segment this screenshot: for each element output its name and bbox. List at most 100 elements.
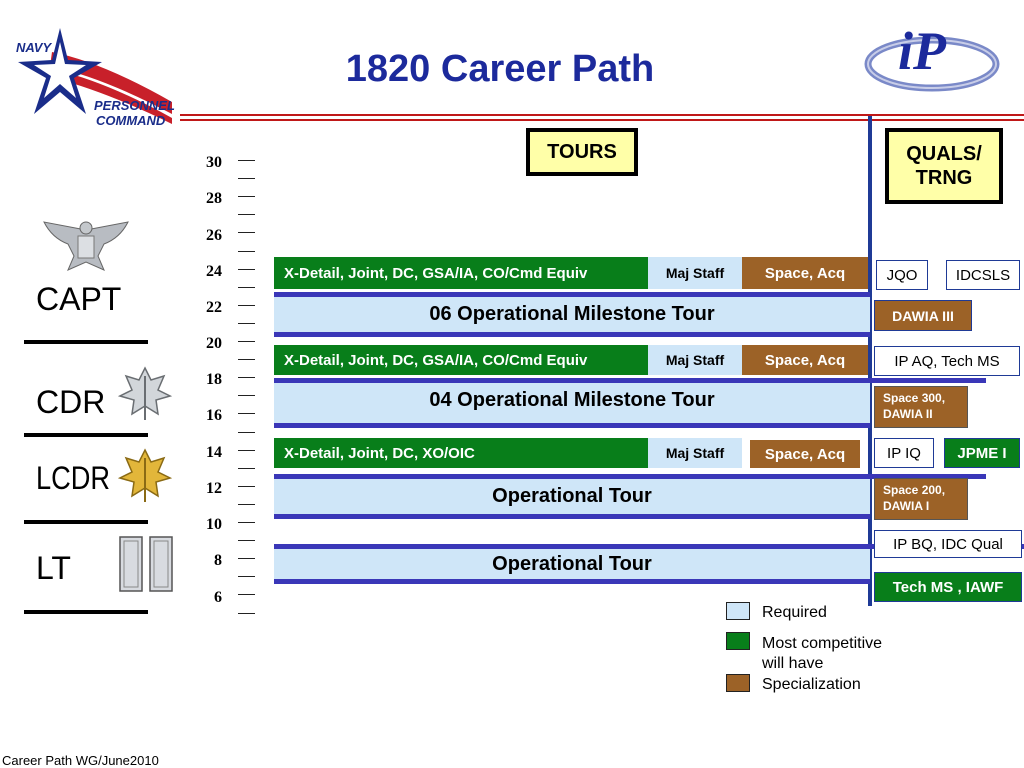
year-tick xyxy=(238,196,255,198)
capt-milestone-tour: 06 Operational Milestone Tour xyxy=(274,297,870,332)
qual-space-200-line2: DAWIA I xyxy=(883,499,930,514)
header-divider-top xyxy=(180,114,1024,116)
legend-label-competitive-line3: Specialization xyxy=(762,675,861,693)
cdr-milestone-tour: 04 Operational Milestone Tour xyxy=(274,383,870,423)
year-label: 24 xyxy=(206,263,222,280)
qual-space-300-line2: DAWIA II xyxy=(883,407,933,422)
legend-label-required: Required xyxy=(762,604,827,621)
year-label: 26 xyxy=(206,227,222,244)
quals-header: QUALS/ TRNG xyxy=(885,128,1003,204)
qual-ip-bq-idc-qual: IP BQ, IDC Qual xyxy=(874,530,1022,558)
rank-label-lcdr: LCDR xyxy=(36,460,111,496)
lcdr-bottom-bar xyxy=(274,514,870,519)
qual-dawia-iii: DAWIA III xyxy=(874,300,972,331)
capt-top-bar xyxy=(274,292,870,297)
header-divider-bottom xyxy=(180,119,1024,121)
year-label: 20 xyxy=(206,335,222,352)
year-tick xyxy=(238,540,255,542)
qual-ip-aq-tech-ms: IP AQ, Tech MS xyxy=(874,346,1020,376)
year-label: 14 xyxy=(206,444,222,461)
lcdr-top-bar xyxy=(274,474,986,479)
year-tick xyxy=(238,612,255,614)
year-tick xyxy=(238,431,255,433)
rank-label-capt: CAPT xyxy=(36,281,122,317)
year-tick xyxy=(238,594,255,596)
cdr-bottom-bar xyxy=(274,423,870,428)
eagle-insignia-icon xyxy=(38,216,134,274)
qual-jpme-i: JPME I xyxy=(944,438,1020,468)
lcdr-operational-tour: Operational Tour xyxy=(274,479,870,514)
cdr-competitive-tour: X-Detail, Joint, DC, GSA/IA, CO/Cmd Equi… xyxy=(274,345,648,375)
year-label: 18 xyxy=(206,371,222,388)
rank-label-cdr: CDR xyxy=(36,384,106,420)
lcdr-competitive-tour: X-Detail, Joint, DC, XO/OIC xyxy=(274,438,648,468)
year-label: 12 xyxy=(206,480,222,497)
year-label: 10 xyxy=(206,516,222,533)
year-tick xyxy=(238,341,255,342)
lt-bottom-bar xyxy=(274,579,870,584)
logo-text-personnel: PERSONNEL xyxy=(94,98,175,113)
capt-specialization-tour: Space, Acq xyxy=(742,257,868,289)
year-tick xyxy=(238,304,255,306)
year-tick xyxy=(238,395,255,397)
qual-tech-ms-iawf: Tech MS , IAWF xyxy=(874,572,1022,602)
legend-label-competitive: Most competitive will have Specializatio… xyxy=(762,634,882,695)
lt-operational-tour: Operational Tour xyxy=(274,549,870,579)
navy-personnel-command-logo xyxy=(12,22,184,132)
year-label: 30 xyxy=(206,154,222,171)
footer-text: Career Path WG/June2010 xyxy=(2,753,159,768)
year-tick xyxy=(238,449,255,451)
legend-label-competitive-line1: Most competitive xyxy=(762,635,883,652)
tours-quals-divider xyxy=(868,116,872,606)
qual-space-300: Space 300, DAWIA II xyxy=(874,386,968,428)
rank-divider xyxy=(24,433,148,437)
year-tick xyxy=(238,160,255,161)
year-tick xyxy=(238,286,255,288)
year-tick xyxy=(238,322,255,324)
legend-label-competitive-line2: will have xyxy=(762,655,824,673)
year-tick xyxy=(238,558,255,560)
year-tick xyxy=(238,232,255,234)
year-label: 16 xyxy=(206,407,222,424)
logo-text-navy: NAVY xyxy=(16,40,52,55)
year-tick xyxy=(238,522,255,523)
rank-divider xyxy=(24,520,148,524)
capt-bottom-bar xyxy=(274,332,870,337)
silver-oak-leaf-icon xyxy=(117,366,173,422)
legend-swatch-specialization xyxy=(726,674,750,692)
year-tick xyxy=(238,268,255,270)
lt-top-bar xyxy=(274,544,1024,549)
quals-header-text: QUALS/ TRNG xyxy=(906,143,982,189)
cdr-top-bar xyxy=(274,378,986,383)
year-tick xyxy=(238,576,255,578)
year-tick xyxy=(238,413,255,415)
rank-label-lt: LT xyxy=(36,550,71,586)
year-tick xyxy=(238,503,255,505)
rank-divider xyxy=(24,610,148,614)
rank-divider xyxy=(24,340,148,344)
capt-competitive-tour: X-Detail, Joint, DC, GSA/IA, CO/Cmd Equi… xyxy=(274,257,648,289)
ip-logo xyxy=(862,22,1002,102)
page-title: 1820 Career Path xyxy=(345,48,655,90)
qual-jqo: JQO xyxy=(876,260,928,290)
year-tick xyxy=(238,214,255,216)
year-tick xyxy=(238,250,255,252)
qual-idcsls: IDCSLS xyxy=(946,260,1020,290)
gold-oak-leaf-icon xyxy=(117,448,173,504)
year-label: 28 xyxy=(206,190,222,207)
capt-maj-staff: Maj Staff xyxy=(648,257,742,289)
year-tick xyxy=(238,178,255,180)
legend-swatch-required xyxy=(726,602,750,620)
year-label: 22 xyxy=(206,299,222,316)
legend-swatch-competitive xyxy=(726,632,750,650)
year-tick xyxy=(238,467,255,469)
cdr-maj-staff: Maj Staff xyxy=(648,345,742,375)
logo-text-command: COMMAND xyxy=(96,113,166,128)
year-label: 6 xyxy=(214,589,222,606)
tours-header: TOURS xyxy=(526,128,638,176)
qual-space-200: Space 200, DAWIA I xyxy=(874,478,968,520)
year-tick xyxy=(238,359,255,361)
year-tick xyxy=(238,377,255,379)
cdr-specialization-tour: Space, Acq xyxy=(742,345,868,375)
ip-logo-text: iP xyxy=(898,21,946,81)
